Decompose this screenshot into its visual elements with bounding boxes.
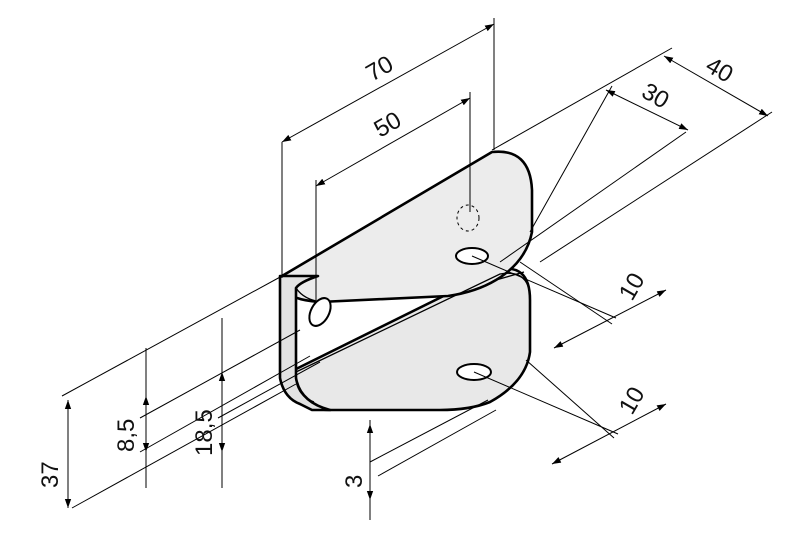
web-hole — [308, 297, 332, 327]
top-plate-underside — [295, 271, 525, 303]
top-plate-hole-hidden — [456, 204, 480, 232]
label-30: 30 — [637, 78, 674, 115]
dim-line-10-bottom — [551, 403, 667, 465]
label-10-bottom: 10 — [614, 382, 651, 419]
web-inner-face — [295, 300, 315, 403]
bottom-plate-edge — [295, 272, 529, 373]
label-40: 40 — [701, 52, 738, 89]
dim-line-10-top — [553, 289, 667, 349]
dim-line-30 — [605, 89, 689, 131]
top-flange — [280, 150, 534, 304]
dimension-lines — [64, 23, 769, 508]
label-18-5: 18,5 — [191, 409, 218, 456]
label-70: 70 — [362, 50, 399, 87]
bracket-part — [278, 150, 534, 412]
label-3: 3 — [341, 475, 368, 488]
label-8-5: 8,5 — [113, 419, 140, 452]
label-37: 37 — [37, 461, 64, 488]
dim-line-50 — [315, 97, 471, 187]
label-10-top: 10 — [614, 268, 651, 305]
dim-line-40 — [663, 55, 769, 117]
